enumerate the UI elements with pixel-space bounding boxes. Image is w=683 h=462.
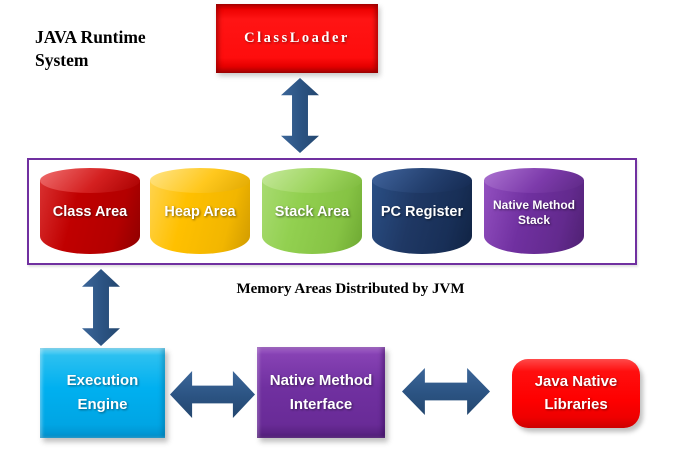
cylinder-top	[262, 168, 362, 193]
memory-area-label: Stack Area	[274, 204, 350, 220]
double-arrow-execution-nmi	[170, 371, 255, 418]
cylinder-top	[484, 168, 584, 193]
cylinder-top	[372, 168, 472, 193]
memory-cylinder-pc-register: PC Register	[372, 168, 472, 254]
classloader-label: ClassLoader	[244, 30, 350, 46]
classloader-box: ClassLoader	[216, 4, 378, 73]
memory-cylinder-heap-area: Heap Area	[150, 168, 250, 254]
java-native-libraries-label: Java Native Libraries	[534, 373, 618, 413]
double-arrow-classloader-memory	[281, 78, 319, 153]
cylinder-top	[150, 168, 250, 193]
native-method-interface-label: Native Method Interface	[269, 371, 373, 413]
memory-areas-container: Class Area Heap Area Stack Area PC Regis…	[27, 158, 637, 265]
native-method-interface-box: Native Method Interface	[257, 347, 385, 438]
memory-cylinder-class-area: Class Area	[40, 168, 140, 254]
execution-engine-box: Execution Engine	[40, 348, 165, 438]
java-native-libraries-box: Java Native Libraries	[512, 359, 640, 428]
memory-cylinder-native-method-stack: Native Method Stack	[484, 168, 584, 254]
memory-area-label: PC Register	[380, 204, 464, 220]
memory-area-label: Heap Area	[164, 204, 236, 220]
memory-cylinder-stack-area: Stack Area	[262, 168, 362, 254]
execution-engine-label: Execution Engine	[66, 372, 139, 413]
cylinder-top	[40, 168, 140, 193]
page-title: JAVA Runtime System	[35, 27, 146, 70]
double-arrow-memory-execution-engine	[82, 269, 120, 346]
double-arrow-nmi-libraries	[402, 368, 490, 415]
memory-area-label: Class Area	[52, 204, 128, 220]
memory-area-label: Native Method Stack	[492, 198, 575, 227]
memory-areas-caption: Memory Areas Distributed by JVM	[236, 281, 465, 297]
